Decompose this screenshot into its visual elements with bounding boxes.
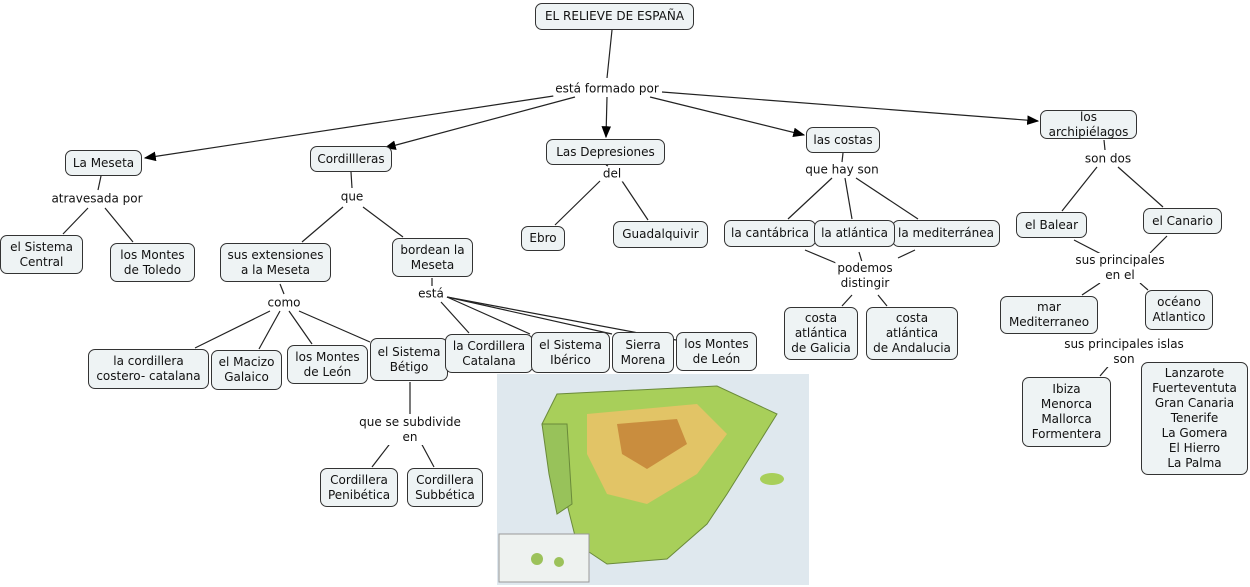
concept-galicia[interactable]: costa atlántica de Galicia — [784, 307, 858, 360]
concept-cantabrica[interactable]: la cantábrica — [724, 220, 816, 247]
concept-archipielagos[interactable]: los archipiélagos — [1040, 110, 1137, 139]
concept-meseta[interactable]: La Meseta — [65, 150, 142, 176]
concept-ebro[interactable]: Ebro — [521, 226, 565, 251]
concept-penibetica[interactable]: Cordillera Penibética — [320, 468, 398, 507]
concept-islas-baleares[interactable]: Ibiza Menorca Mallorca Formentera — [1022, 377, 1111, 447]
concept-depresiones[interactable]: Las Depresiones — [546, 139, 665, 165]
link-label-podemos: podemos distingir — [835, 261, 895, 291]
concept-sierra-morena[interactable]: Sierra Morena — [612, 332, 674, 373]
concept-sistema-iberico[interactable]: el Sistema Ibérico — [531, 332, 610, 373]
concept-atlantica[interactable]: la atlántica — [814, 220, 895, 247]
concept-montes-toledo[interactable]: los Montes de Toledo — [110, 243, 195, 282]
concept-balear[interactable]: el Balear — [1016, 212, 1087, 238]
link-label-subdivide: que se subdivide en — [357, 415, 463, 445]
link-label-esta: está — [416, 286, 446, 302]
concept-mediterranea[interactable]: la mediterránea — [892, 220, 1000, 247]
concept-sistema-central[interactable]: el Sistema Central — [0, 235, 83, 274]
concept-canario[interactable]: el Canario — [1143, 208, 1222, 234]
link-label-principales-en: sus principales en el — [1073, 253, 1167, 283]
link-label-del: del — [600, 166, 624, 182]
concept-andalucia[interactable]: costa atlántica de Andalucia — [866, 307, 958, 360]
link-label-principales-islas: sus principales islas son — [1062, 337, 1186, 367]
concept-guadalquivir[interactable]: Guadalquivir — [613, 221, 708, 248]
concept-montes-leon-2[interactable]: los Montes de León — [676, 332, 757, 371]
concept-cordilleras[interactable]: Cordillleras — [310, 146, 392, 172]
link-label-como: como — [265, 295, 303, 311]
concept-bordean[interactable]: bordean la Meseta — [392, 238, 473, 277]
concept-subbetica[interactable]: Cordillera Subbética — [407, 468, 483, 507]
link-label-atravesada: atravesada por — [49, 191, 145, 207]
concept-costero-catalana[interactable]: la cordillera costero- catalana — [88, 349, 209, 389]
link-label-que: que — [338, 189, 366, 205]
concept-oceano-atlantico[interactable]: océano Atlantico — [1145, 290, 1213, 330]
concept-montes-leon[interactable]: los Montes de León — [287, 345, 368, 384]
concept-cordillera-catalana[interactable]: la Cordillera Catalana — [445, 334, 533, 373]
spain-relief-map — [497, 374, 809, 585]
link-label-formado: está formado por — [553, 81, 661, 97]
link-label-que-hay: que hay son — [803, 162, 881, 178]
link-label-son-dos: son dos — [1082, 151, 1134, 167]
concept-extensiones[interactable]: sus extensiones a la Meseta — [220, 243, 331, 282]
concept-mar-mediterraneo[interactable]: mar Mediterraneo — [1000, 296, 1098, 334]
main-topic-node[interactable]: EL RELIEVE DE ESPAÑA — [535, 3, 694, 30]
concept-islas-canarias[interactable]: Lanzarote Fuerteventuta Gran Canaria Ten… — [1141, 362, 1248, 475]
concept-macizo-galaico[interactable]: el Macizo Galaico — [211, 350, 282, 390]
concept-costas[interactable]: las costas — [806, 127, 880, 153]
concept-sistema-betico[interactable]: el Sistema Bétigo — [370, 338, 448, 381]
